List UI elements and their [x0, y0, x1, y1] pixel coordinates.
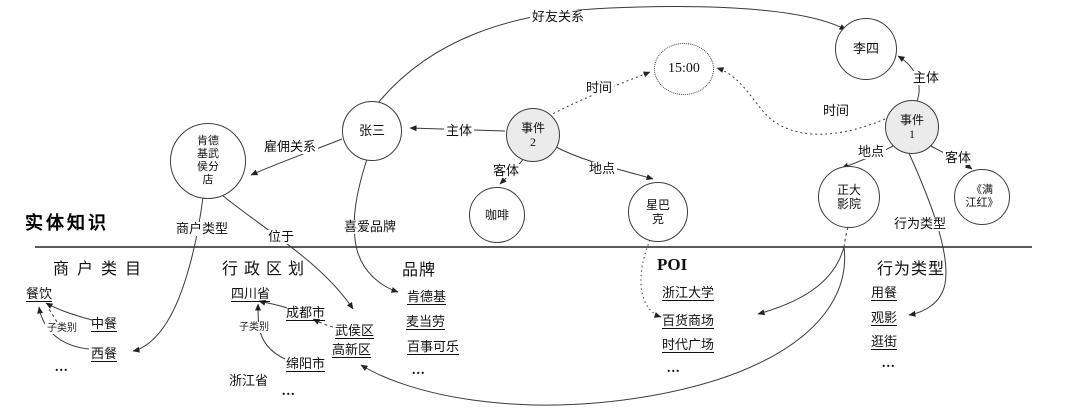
edge-subcategory-chengdu-sichuan — [258, 299, 288, 309]
relation-location-event1: 地点 — [856, 144, 887, 160]
entity-department-store: 百货商场 — [662, 313, 715, 328]
relation-subcategory-region: 子类别 — [237, 322, 271, 333]
edge-wuhou-chengdu — [312, 318, 334, 328]
edge-time-event1-1500 — [716, 67, 886, 135]
section-title-entity-knowledge: 实体知识 — [25, 213, 109, 233]
relation-subcategory-food: 子类别 — [45, 323, 79, 334]
relation-time-event2: 时间 — [584, 80, 615, 96]
edge-cinema-baihuo — [757, 246, 845, 316]
column-header-merchant-category: 商户类目 — [53, 261, 150, 278]
entity-movie-watching: 观影 — [871, 310, 898, 325]
entity-chengdu: 成都市 — [286, 305, 326, 320]
edge-cinema-lead-dash — [843, 226, 849, 248]
entity-pepsi: 百事可乐 — [407, 339, 460, 354]
relation-behavior-type: 行为类型 — [892, 216, 949, 232]
relation-merchant-type: 商户类型 — [174, 221, 231, 237]
more-admin-region: ... — [282, 384, 296, 399]
entity-sichuan: 四川省 — [231, 286, 271, 301]
column-header-admin-region: 行政区划 — [222, 261, 311, 278]
entity-canyin: 餐饮 — [26, 286, 53, 301]
entity-shopping: 逛街 — [871, 334, 898, 349]
edge-favorite-brand-zhangsan-kfc-brand — [353, 158, 399, 293]
edge-located-in-kfc-wuhou — [221, 194, 354, 310]
node-zhengda-cinema: 正大 影院 — [818, 166, 880, 228]
edge-behavior-event1-guanying — [907, 150, 947, 317]
relation-location-event2: 地点 — [587, 161, 618, 177]
relation-time-event1: 时间 — [821, 103, 852, 119]
entity-zhejiang-university: 浙江大学 — [662, 285, 715, 300]
entity-times-square: 时代广场 — [662, 337, 715, 352]
edge-starbucks-baihuo — [640, 239, 662, 318]
entity-dining: 用餐 — [871, 285, 898, 300]
entity-zhongcan: 中餐 — [91, 316, 118, 331]
edge-cinema-gaoxin — [360, 246, 846, 406]
more-merchant-category: ... — [55, 360, 69, 375]
entity-mcdonalds: 麦当劳 — [406, 314, 446, 329]
more-behavior-type: ... — [882, 356, 896, 371]
relation-employment: 雇佣关系 — [262, 139, 319, 155]
node-lisi: 李四 — [835, 18, 897, 80]
relation-friend: 好友关系 — [530, 9, 587, 25]
edge-employment-zhangsan-kfc — [250, 138, 343, 176]
node-starbucks: 星巴 克 — [628, 182, 688, 242]
column-header-poi: POI — [657, 255, 688, 274]
relation-located-in: 位于 — [266, 229, 297, 245]
relation-favorite-brand: 喜爱品牌 — [342, 219, 399, 235]
entity-kfc-brand: 肯德基 — [407, 289, 447, 304]
node-event-2: 事件 2 — [506, 108, 560, 162]
relation-object-event1: 客体 — [943, 150, 974, 166]
more-brand: ... — [412, 363, 426, 378]
node-kfc-wuhou-branch: 肯德 基武 侯分 店 — [170, 123, 246, 199]
relation-subject-event2: 主体 — [444, 123, 475, 139]
edge-subcategory-food-dash — [48, 308, 58, 323]
edge-subcategory-zhongcan-canyin — [45, 302, 93, 321]
edge-subcategory-xican-canyin — [37, 306, 90, 350]
relation-subject-event1: 主体 — [911, 70, 942, 86]
column-header-brand: 品牌 — [402, 262, 437, 279]
entity-gaoxin: 高新区 — [332, 342, 372, 357]
entity-xican: 西餐 — [91, 346, 118, 361]
node-zhangsan: 张三 — [342, 101, 402, 161]
node-manjianghong-movie: 《满 江红》 — [954, 169, 1010, 225]
entity-zhejiang-province: 浙江省 — [229, 373, 269, 388]
node-event-1: 事件 1 — [885, 100, 939, 154]
entity-mianyang: 绵阳市 — [286, 356, 326, 371]
node-coffee: 咖啡 — [469, 187, 525, 243]
more-poi: ... — [667, 361, 681, 376]
column-header-behavior-type: 行为类型 — [877, 261, 946, 278]
entity-wuhou: 武侯区 — [335, 323, 375, 338]
relation-object-event2: 客体 — [491, 163, 522, 179]
edge-friend-zhangsan-lisi — [377, 6, 847, 104]
node-time-1500: 15:00 — [654, 43, 714, 95]
